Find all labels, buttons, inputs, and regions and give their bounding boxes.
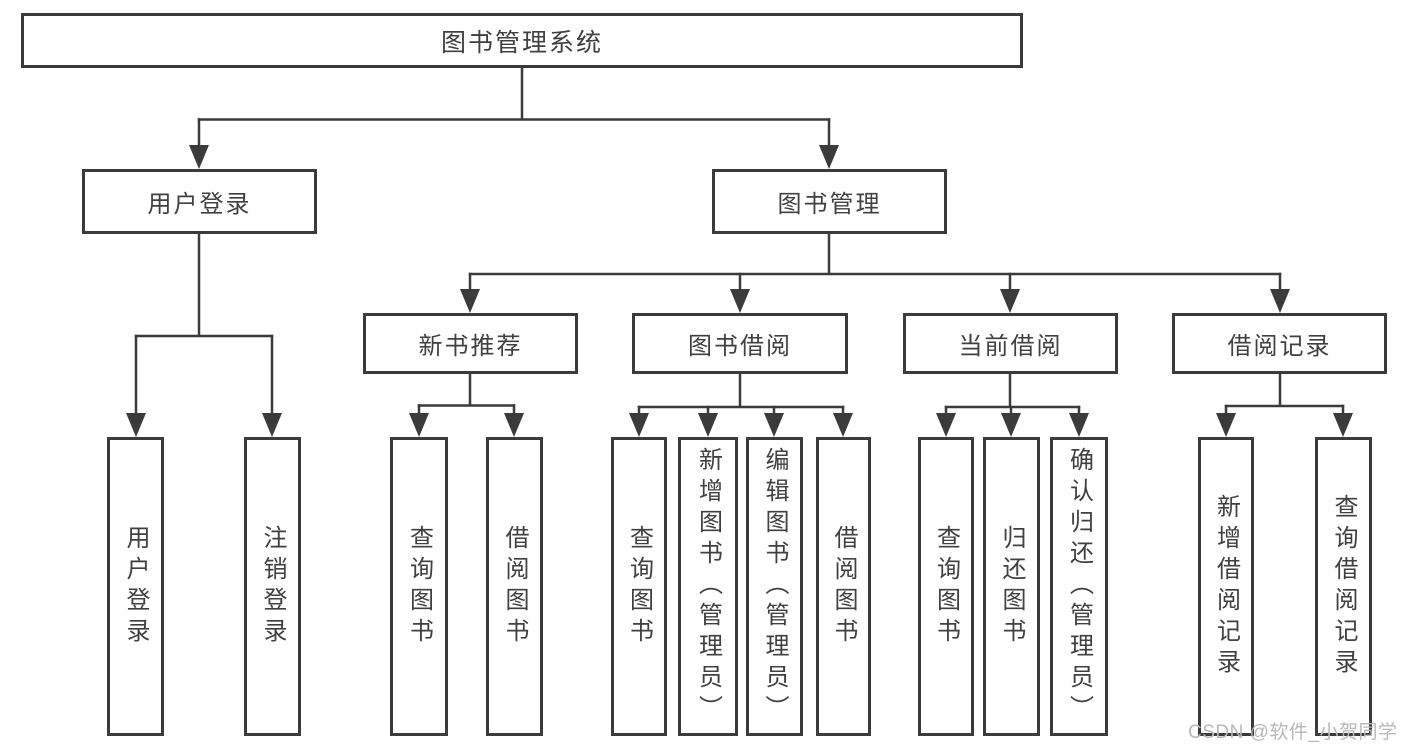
node-library-management-system: 图书管理系统 bbox=[21, 13, 1023, 68]
node-user-login: 用户登录 bbox=[82, 169, 317, 234]
node-book-borrowing: 图书借阅 bbox=[632, 313, 848, 374]
leaf-return-books: 归还图书 bbox=[983, 437, 1040, 736]
leaf-logout: 注销登录 bbox=[244, 437, 301, 736]
leaf-query-books-recommendation: 查询图书 bbox=[390, 437, 448, 736]
leaf-add-borrow-record: 新增借阅记录 bbox=[1198, 437, 1254, 736]
node-new-book-recommendation: 新书推荐 bbox=[363, 313, 578, 374]
node-book-management: 图书管理 bbox=[712, 169, 947, 234]
node-current-borrowing: 当前借阅 bbox=[903, 313, 1118, 374]
leaf-query-borrow-record: 查询借阅记录 bbox=[1315, 437, 1372, 736]
leaf-query-books-current: 查询图书 bbox=[918, 437, 974, 736]
leaf-confirm-return-admin: 确认归还（管理员） bbox=[1050, 437, 1108, 736]
node-borrowing-records: 借阅记录 bbox=[1172, 313, 1387, 374]
leaf-user-login: 用户登录 bbox=[107, 437, 164, 736]
leaf-borrow-books-recommendation: 借阅图书 bbox=[486, 437, 543, 736]
leaf-borrow-books: 借阅图书 bbox=[816, 437, 871, 736]
watermark: CSDN @软件_小贺同学 bbox=[1188, 722, 1398, 743]
leaf-query-books-borrowing: 查询图书 bbox=[611, 437, 667, 736]
leaf-add-books-admin: 新增图书（管理员） bbox=[678, 437, 738, 736]
leaf-edit-books-admin: 编辑图书（管理员） bbox=[746, 437, 803, 736]
